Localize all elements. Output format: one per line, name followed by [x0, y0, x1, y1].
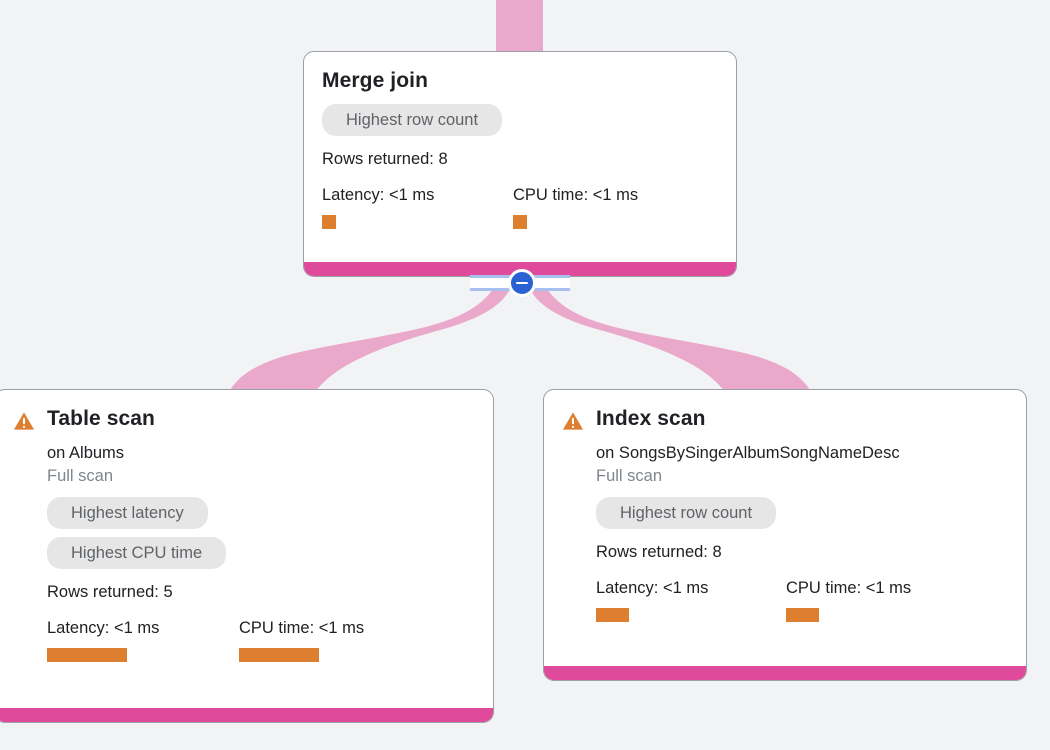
metric-cpu-time-label: CPU time: <1 ms — [786, 579, 912, 597]
node-subtitle: on Albums — [47, 444, 125, 462]
minus-icon[interactable] — [508, 269, 536, 297]
node-header: Table scan on Albums Full scan Highest l… — [13, 406, 475, 662]
node-footer-bar — [544, 666, 1026, 680]
metric-cpu-time-label: CPU time: <1 ms — [239, 619, 365, 637]
node-subtitle: on SongsBySingerAlbumSongNameDesc — [596, 444, 900, 462]
node-metrics: Latency: <1 ms CPU time: <1 ms — [596, 577, 1008, 622]
chip-highest-latency: Highest latency — [47, 497, 208, 529]
chip-highest-cpu-time: Highest CPU time — [47, 537, 227, 569]
node-chips: Highest row count — [322, 104, 503, 136]
metric-cpu-time-bar — [786, 608, 819, 622]
metric-latency: Latency: <1 ms — [47, 617, 239, 662]
node-scan-type: Full scan — [596, 467, 663, 485]
metric-cpu-time: CPU time: <1 ms — [786, 577, 911, 622]
metric-latency-bar — [47, 648, 127, 662]
metric-cpu-time: CPU time: <1 ms — [513, 184, 638, 229]
node-chips: Highest latency Highest CPU time — [47, 497, 227, 569]
chip-highest-row-count: Highest row count — [322, 104, 503, 136]
node-metrics: Latency: <1 ms CPU time: <1 ms — [47, 617, 475, 662]
node-header-text: Table scan on Albums Full scan Highest l… — [47, 406, 475, 662]
warning-triangle-icon — [13, 412, 35, 430]
plan-node-index-scan[interactable]: Index scan on SongsBySingerAlbumSongName… — [543, 389, 1027, 681]
metric-latency: Latency: <1 ms — [596, 577, 786, 622]
edge-incoming-top — [496, 0, 543, 52]
metric-cpu-time-label: CPU time: <1 ms — [513, 186, 639, 204]
node-body: Table scan on Albums Full scan Highest l… — [0, 390, 493, 708]
node-chips: Highest row count — [596, 497, 777, 529]
minus-glyph — [516, 281, 528, 285]
node-title: Table scan — [47, 407, 155, 430]
node-header-text: Merge join Highest row count Rows return… — [322, 68, 718, 229]
metric-latency-swatch — [322, 215, 336, 229]
node-body: Index scan on SongsBySingerAlbumSongName… — [544, 390, 1026, 666]
node-title: Merge join — [322, 69, 429, 92]
metric-cpu-time: CPU time: <1 ms — [239, 617, 364, 662]
node-scan-type: Full scan — [47, 467, 114, 485]
node-body: Merge join Highest row count Rows return… — [304, 52, 736, 262]
plan-node-merge-join[interactable]: Merge join Highest row count Rows return… — [303, 51, 737, 277]
metric-cpu-time-bar — [239, 648, 319, 662]
rows-returned: Rows returned: 8 — [322, 150, 448, 168]
metric-latency-bar — [596, 608, 629, 622]
rows-returned: Rows returned: 5 — [47, 583, 173, 601]
node-header: Merge join Highest row count Rows return… — [322, 68, 718, 229]
node-header: Index scan on SongsBySingerAlbumSongName… — [562, 406, 1008, 622]
node-title: Index scan — [596, 407, 706, 430]
warning-triangle-icon — [562, 412, 584, 430]
metric-latency-label: Latency: <1 ms — [322, 186, 435, 204]
rows-returned: Rows returned: 8 — [596, 543, 722, 561]
metric-latency: Latency: <1 ms — [322, 184, 513, 229]
metric-cpu-time-swatch — [513, 215, 527, 229]
edge-to-index-scan — [528, 283, 811, 392]
collapse-subtree-toggle[interactable] — [470, 269, 570, 297]
metric-latency-label: Latency: <1 ms — [47, 619, 160, 637]
plan-node-table-scan[interactable]: Table scan on Albums Full scan Highest l… — [0, 389, 494, 723]
node-metrics: Latency: <1 ms CPU time: <1 ms — [322, 184, 718, 229]
node-footer-bar — [0, 708, 493, 722]
metric-latency-label: Latency: <1 ms — [596, 579, 709, 597]
chip-highest-row-count: Highest row count — [596, 497, 777, 529]
node-header-text: Index scan on SongsBySingerAlbumSongName… — [596, 406, 1008, 622]
edge-to-table-scan — [229, 283, 512, 392]
